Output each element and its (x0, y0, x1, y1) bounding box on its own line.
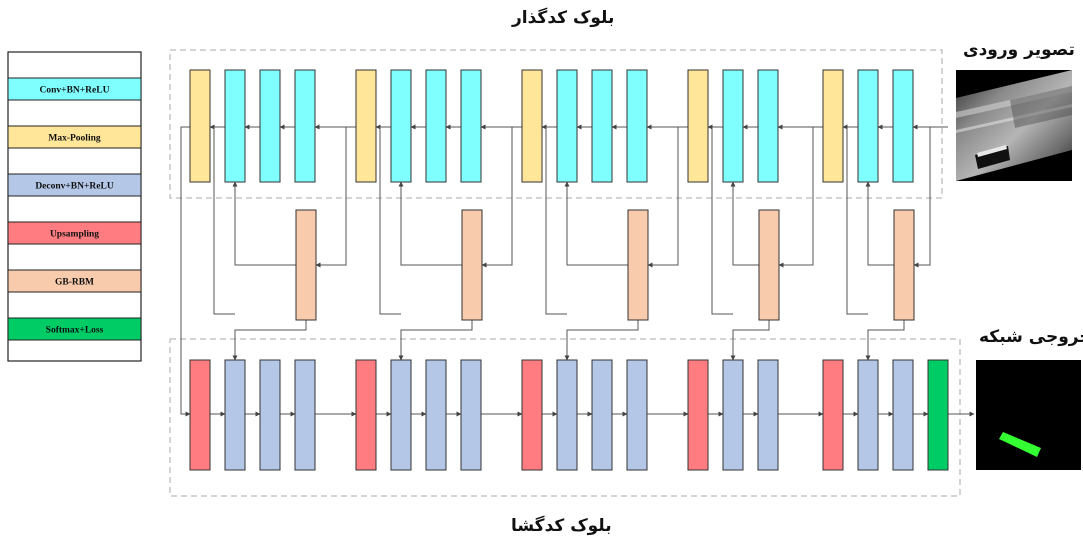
legend-label-conv: Conv+BN+ReLU (40, 86, 110, 96)
encoder-pool-layer (521, 69, 543, 183)
encoder-conv-layer (224, 69, 246, 183)
legend-swatch-deconv (7, 173, 142, 197)
decoder-deconv-layer (390, 359, 412, 471)
rbm-input-wire (647, 127, 679, 268)
encoder-skip-wire (711, 127, 733, 315)
decoder-deconv-layer (892, 359, 914, 471)
encoder-conv-layer (556, 69, 578, 183)
encoder-conv-layer (722, 69, 744, 183)
encoder-conv-layer (259, 69, 281, 183)
gbrbm-layer (627, 209, 649, 321)
encoder-layers (189, 69, 914, 183)
decoder-deconv-layer (425, 359, 447, 471)
decoder-deconv-layer (556, 359, 578, 471)
decoder-deconv-layer (757, 359, 779, 471)
decoder-deconv-layer (259, 359, 281, 471)
encoder-skip-wire (379, 127, 401, 315)
bottleneck-wire (180, 126, 191, 417)
legend-border (7, 51, 142, 362)
rbm-feedback-wire (564, 181, 628, 266)
encoder-pool-layer (687, 69, 709, 183)
decoder-upsample-layer (189, 359, 211, 471)
rbm-feedback-wire (398, 181, 462, 266)
decoder-upsample-layer (355, 359, 377, 471)
legend-label-pool: Max-Pooling (48, 134, 100, 144)
rbm-skip-wire (867, 320, 905, 360)
encoder-block-title: بلوک کدگذار (512, 8, 615, 28)
decoder-upsample-layer (822, 359, 844, 471)
decoder-block-border (169, 338, 961, 497)
decoder-layers (189, 359, 949, 471)
encoder-conv-layer (390, 69, 412, 183)
vehicle-mask (999, 432, 1041, 457)
decoder-deconv-layer (857, 359, 879, 471)
decoder-deconv-layer (224, 359, 246, 471)
decoder-deconv-layer (722, 359, 744, 471)
gbrbm-layer (758, 209, 780, 321)
decoder-deconv-layer (591, 359, 613, 471)
legend-label-deconv: Deconv+BN+ReLU (35, 182, 114, 192)
legend-swatch-conv (7, 77, 142, 101)
decoder-block-title: بلوک کدگشا (511, 516, 612, 536)
input-image-title: تصویر ورودی (963, 40, 1075, 60)
legend-swatch-upsample (7, 221, 142, 245)
encoder-conv-layer (425, 69, 447, 183)
rbm-input-wire (315, 127, 347, 268)
legend-label-upsample: Upsampling (50, 230, 99, 240)
encoder-conv-layer (591, 69, 613, 183)
legend-label-softmax: Softmax+Loss (46, 326, 104, 336)
output-image-title: خروجی شبکه (979, 327, 1083, 347)
encoder-skip-wire (846, 127, 868, 315)
encoder-block-border (169, 49, 943, 199)
rbm-feedback-wire (730, 181, 759, 266)
encoder-pool-layer (355, 69, 377, 183)
encoder-conv-layer (757, 69, 779, 183)
gbrbm-layer (295, 209, 317, 321)
encoder-conv-layer (294, 69, 316, 183)
decoder-upsample-layer (687, 359, 709, 471)
decoder-deconv-layer (460, 359, 482, 471)
rbm-input-wire (913, 127, 931, 268)
decoder-deconv-layer (626, 359, 648, 471)
legend-swatch-pool (7, 125, 142, 149)
encoder-pool-layer (822, 69, 844, 183)
gbrbm-layers (295, 209, 915, 321)
rbm-skip-wire (566, 320, 639, 360)
rbm-skip-wire (400, 320, 473, 360)
encoder-conv-layer (460, 69, 482, 183)
decoder-softmax-layer (927, 359, 949, 471)
encoder-skip-wire (213, 127, 235, 315)
legend-swatch-softmax (7, 317, 142, 341)
rbm-skip-wire (234, 320, 307, 360)
rbm-input-wire (481, 127, 513, 268)
decoder-upsample-layer (521, 359, 543, 471)
input-image (956, 70, 1072, 181)
encoder-conv-layer (626, 69, 648, 183)
rbm-feedback-wire (232, 181, 296, 266)
output-image (976, 360, 1081, 470)
rbm-feedback-wire (865, 181, 894, 266)
gbrbm-layer (461, 209, 483, 321)
encoder-skip-wire (545, 127, 567, 315)
connection-wires (180, 124, 975, 417)
decoder-deconv-layer (294, 359, 316, 471)
rbm-skip-wire (732, 320, 770, 360)
encoder-conv-layer (857, 69, 879, 183)
legend-swatch-gbrbm (7, 269, 142, 293)
gbrbm-layer (893, 209, 915, 321)
rbm-input-wire (778, 127, 814, 268)
encoder-pool-layer (189, 69, 211, 183)
encoder-conv-layer (892, 69, 914, 183)
legend-label-gbrbm: GB-RBM (55, 278, 94, 288)
